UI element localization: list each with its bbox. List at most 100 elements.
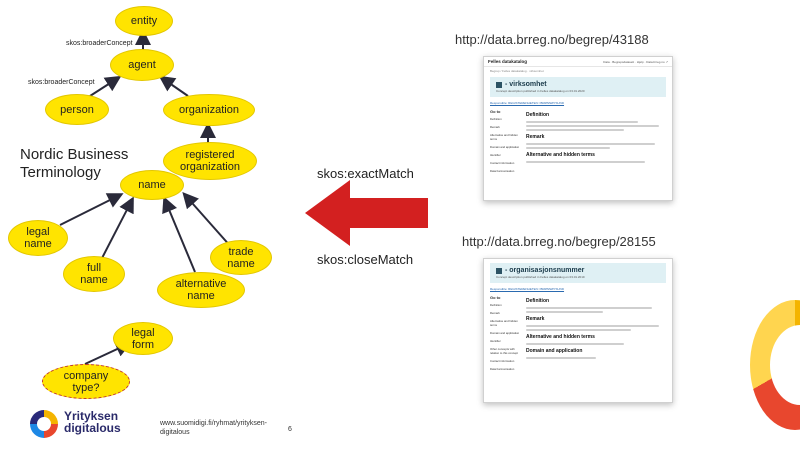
text-line (526, 129, 624, 131)
shot2-side-item[interactable]: Definition (490, 303, 502, 307)
shot2-title: - organisasjonsnummer (505, 267, 585, 274)
shot1-site-name: Felles datakatalog (488, 59, 528, 64)
node-agent-label: agent (128, 59, 156, 71)
node-full-name: full name (63, 256, 125, 292)
shot1-sidebar: Go to Definition Remark Alternative and … (490, 109, 520, 177)
node-trade-name: trade name (210, 240, 272, 275)
node-alternative-name-label: alternative name (175, 278, 227, 302)
shot1-side-item[interactable]: Data harmonisation (490, 169, 515, 173)
shot1-side-item[interactable]: Definition (490, 117, 502, 121)
node-company-type-label: company type? (63, 369, 109, 394)
edge-legal-name (59, 193, 124, 226)
shot1-side-item[interactable]: Domain and application (490, 145, 520, 149)
node-person: person (45, 94, 109, 125)
node-name: name (120, 170, 184, 200)
screenshot-virksomhet: Felles datakatalog Data · Begrepsdataset… (483, 56, 673, 201)
shot1-section: Definition (526, 112, 550, 118)
edge-person-agent (89, 75, 122, 97)
text-line (526, 343, 624, 345)
text-line (526, 357, 596, 359)
node-legal-form-label: legal form (131, 326, 155, 351)
shot1-banner: - virksomhet Concept description publish… (490, 77, 666, 97)
shot1-side-item[interactable]: Alternative and hidden terms (490, 133, 518, 141)
text-line (526, 325, 659, 327)
node-full-name-label: full name (80, 262, 108, 286)
brand-name: Yrityksen digitalous (64, 409, 121, 435)
node-registered-organization-label: registered organization (180, 149, 240, 173)
shot1-side-item[interactable]: Identifier (490, 153, 501, 157)
shot2-side-item[interactable]: Alternative and hidden terms (490, 319, 518, 327)
shot2-goto: Go to (490, 295, 501, 300)
shot1-title: - virksomhet (505, 81, 547, 88)
shot1-section: Alternative and hidden terms (526, 152, 595, 158)
shot2-main: Definition Remark Alternative and hidden… (520, 295, 666, 375)
node-alternative-name: alternative name (157, 272, 245, 308)
text-line (526, 307, 652, 309)
label-exact-match: skos:exactMatch (317, 166, 414, 181)
edge-trade-name (182, 192, 233, 249)
text-line (526, 143, 655, 145)
node-entity: entity (115, 6, 173, 36)
shot2-side-item[interactable]: Data harmonisation (490, 367, 515, 371)
text-line (526, 121, 638, 123)
text-line (526, 329, 631, 331)
shot2-section: Alternative and hidden terms (526, 334, 595, 340)
shot1-breadcrumb: Begrep / Felles datakatalog · virksomhet (490, 69, 544, 73)
concept-icon (496, 267, 502, 274)
shot1-title-row: - virksomhet (496, 81, 660, 88)
edge-full-name (99, 196, 134, 263)
text-line (526, 147, 610, 149)
edge-label-broader-2: skos:broaderConcept (28, 79, 95, 86)
node-person-label: person (60, 103, 94, 116)
shot1-section: Remark (526, 134, 545, 140)
node-agent: agent (110, 49, 174, 81)
node-entity-label: entity (130, 15, 158, 27)
shot1-side-item[interactable]: Contact information (490, 161, 515, 165)
node-organization: organization (163, 94, 255, 126)
footer-url[interactable]: www.suomidigi.fi/ryhmat/yrityksen-digita… (160, 420, 267, 436)
shot1-responsible: Responsible: REGISTERENHETEN I BRØNNØYSU… (490, 101, 565, 105)
shot2-section: Definition (526, 298, 550, 304)
text-line (526, 161, 645, 163)
shot1-main: Definition Remark Alternative and hidden… (520, 109, 666, 177)
shot2-side-item[interactable]: Identifier (490, 339, 501, 343)
text-line (526, 311, 603, 313)
text-line (526, 125, 659, 127)
shot2-section: Domain and application (526, 348, 583, 354)
shot1-side-item[interactable]: Remark (490, 125, 500, 129)
shot1-nav: Felles datakatalog Data · Begrepsdataset… (484, 57, 672, 67)
shot2-side-item[interactable]: Contact information (490, 359, 515, 363)
shot2-section: Remark (526, 316, 545, 322)
node-company-type: company type? (42, 364, 130, 399)
node-trade-name-label: trade name (227, 245, 255, 270)
node-legal-name: legal name (8, 220, 68, 256)
node-registered-organization: registered organization (163, 142, 257, 180)
node-name-label: name (138, 179, 166, 191)
yrityksen-digitalous-logo-icon (30, 410, 58, 438)
heading-nordic-business-terminology: Nordic Business Terminology (20, 146, 129, 181)
shot2-side-item[interactable]: Domain and application (490, 331, 520, 335)
shot2-banner: - organisasjonsnummer Concept descriptio… (490, 263, 666, 283)
shot2-title-row: - organisasjonsnummer (496, 267, 660, 274)
url-43188[interactable]: http://data.brreg.no/begrep/43188 (455, 32, 649, 47)
edge-label-broader-1: skos:broaderConcept (66, 40, 133, 47)
edge-alternative-name (162, 196, 196, 273)
concept-icon (496, 81, 502, 88)
shot2-side-item[interactable]: Other concepts with relation to this con… (490, 347, 518, 355)
shot1-body: Go to Definition Remark Alternative and … (484, 107, 672, 179)
url-28155[interactable]: http://data.brreg.no/begrep/28155 (462, 234, 656, 249)
page-number: 6 (288, 426, 292, 433)
node-legal-form: legal form (113, 322, 173, 355)
shot2-responsible: Responsible: REGISTERENHETEN I BRØNNØYSU… (490, 287, 565, 291)
shot1-nav-links: Data · Begrepsdatasett · Hjelp · Data.br… (603, 59, 668, 64)
shot1-goto: Go to (490, 109, 501, 114)
node-organization-label: organization (179, 104, 239, 116)
shot1-subtitle: Concept description published in Felles … (496, 89, 585, 93)
shot2-body: Go to Definition Remark Alternative and … (484, 293, 672, 377)
label-close-match: skos:closeMatch (317, 252, 414, 267)
shot2-sidebar: Go to Definition Remark Alternative and … (490, 295, 520, 375)
shot2-subtitle: Concept description published in Felles … (496, 275, 585, 279)
shot2-side-item[interactable]: Remark (490, 311, 500, 315)
